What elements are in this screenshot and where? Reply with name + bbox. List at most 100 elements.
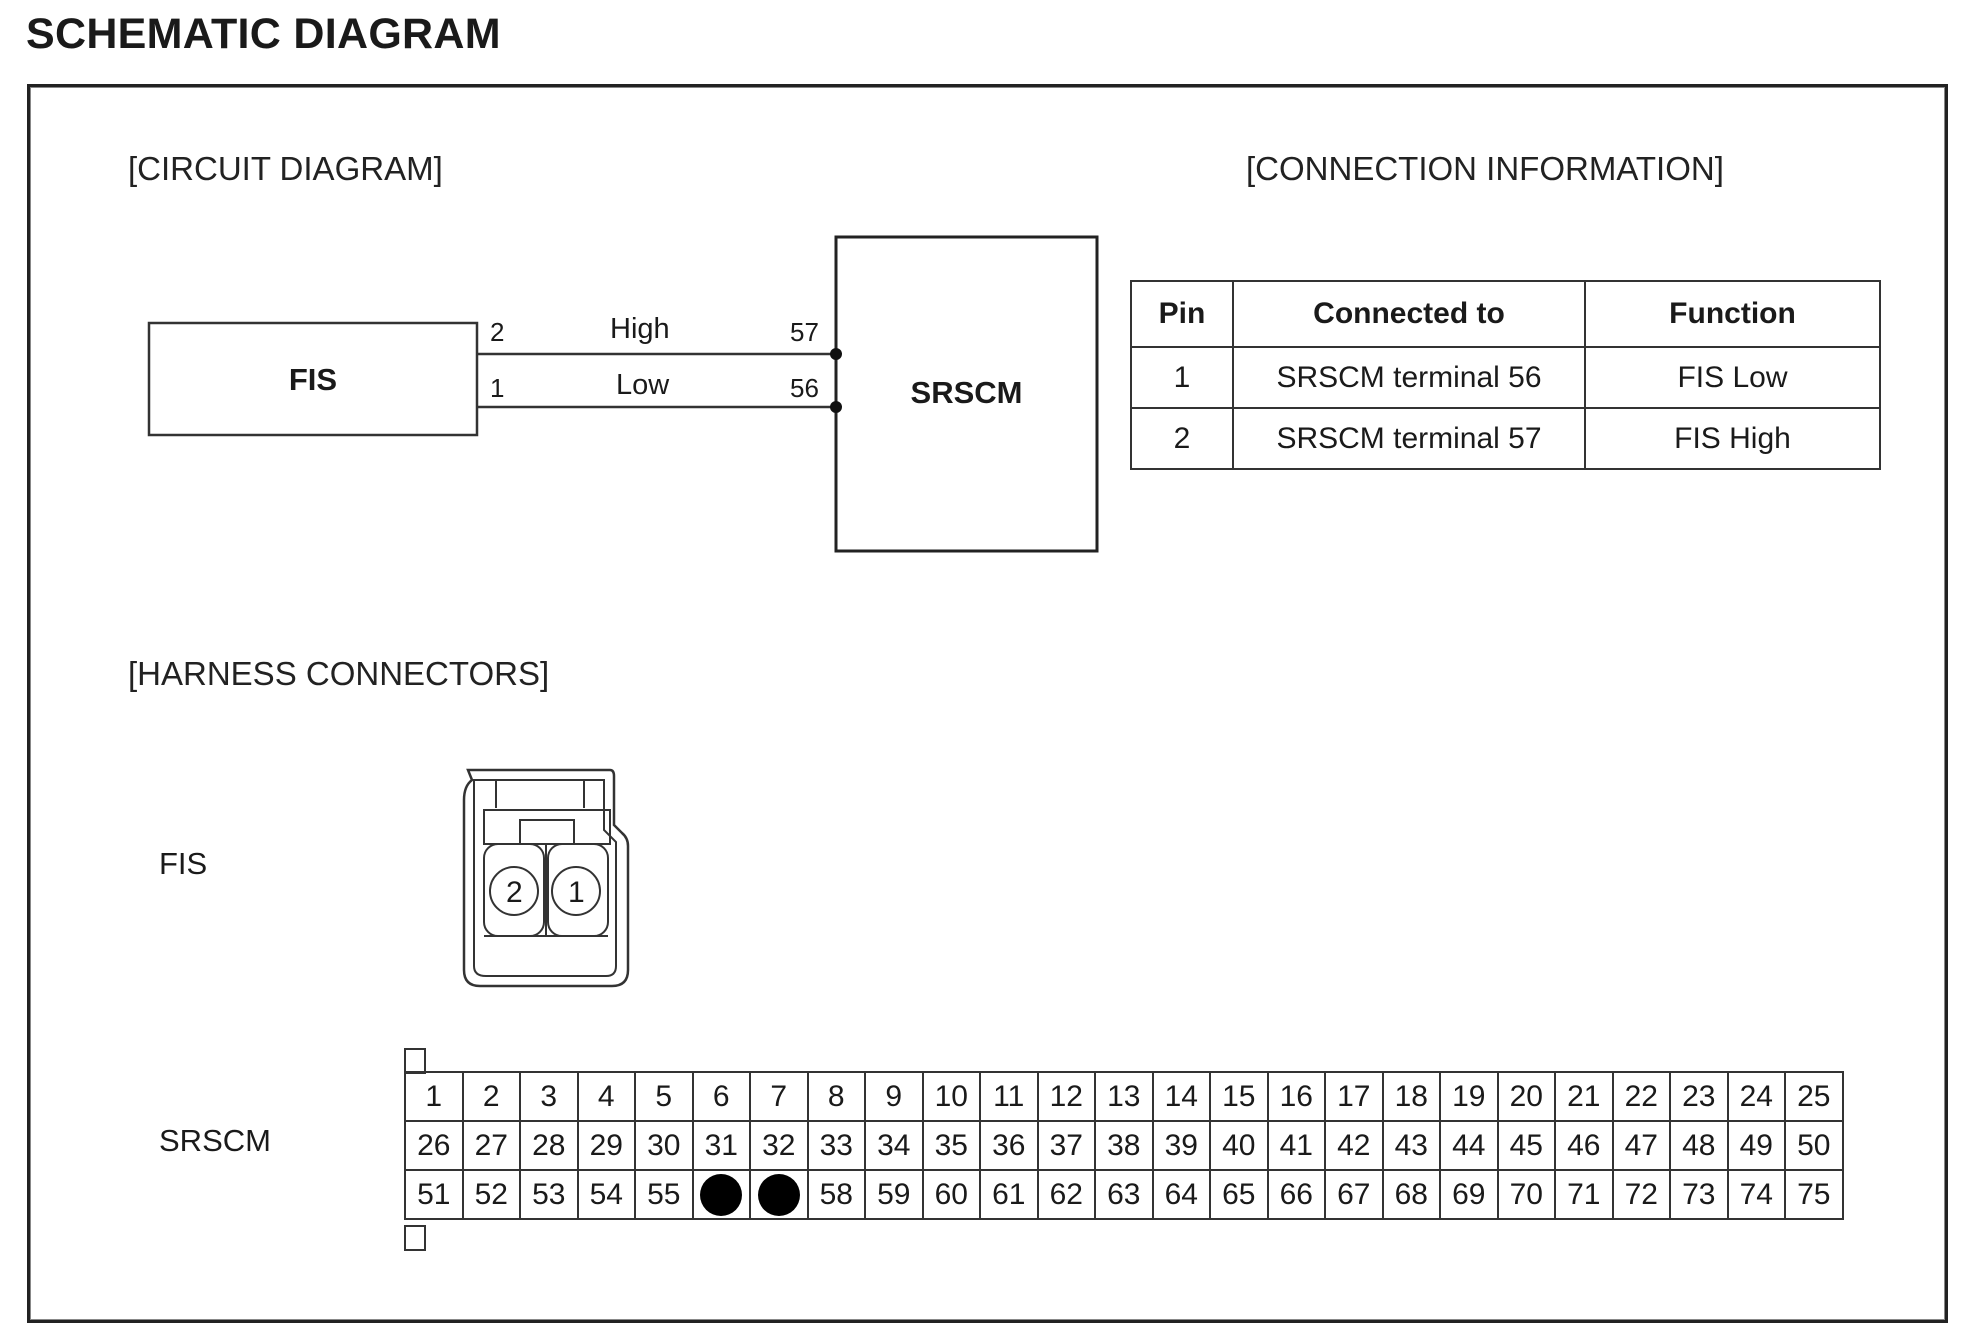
terminal-cell: 38 <box>1094 1120 1154 1171</box>
terminal-cell: 6 <box>691 1071 751 1122</box>
terminal-cell: 35 <box>921 1120 981 1171</box>
terminal-cell: 12 <box>1036 1071 1096 1122</box>
terminal-cell: 22 <box>1611 1071 1671 1122</box>
table-cell: 1 <box>1130 346 1234 409</box>
terminal-cell: 62 <box>1036 1169 1096 1220</box>
terminal-cell: 17 <box>1324 1071 1384 1122</box>
terminal-cell: 14 <box>1151 1071 1211 1122</box>
terminal-cell: 49 <box>1726 1120 1786 1171</box>
terminal-cell: 70 <box>1496 1169 1556 1220</box>
terminal-cell: 46 <box>1554 1120 1614 1171</box>
table-cell: SRSCM terminal 57 <box>1232 407 1586 470</box>
terminal-cell: 74 <box>1726 1169 1786 1220</box>
terminal-cell: 50 <box>1784 1120 1844 1171</box>
terminal-cell: 26 <box>404 1120 464 1171</box>
srscm-box-label: SRSCM <box>910 375 1023 410</box>
terminal-cell: 71 <box>1554 1169 1614 1220</box>
terminal-cell: 55 <box>634 1169 694 1220</box>
terminal-cell: 42 <box>1324 1120 1384 1171</box>
terminal-cell: 43 <box>1381 1120 1441 1171</box>
terminal-cell: 66 <box>1266 1169 1326 1220</box>
terminal-cell: 72 <box>1611 1169 1671 1220</box>
terminal-cell: 7 <box>749 1071 809 1122</box>
terminal-cell: 30 <box>634 1120 694 1171</box>
terminal-used-dot <box>691 1169 751 1220</box>
fis-box <box>147 321 479 437</box>
terminal-cell: 32 <box>749 1120 809 1171</box>
terminal-cell: 1 <box>404 1071 464 1122</box>
junction-56 <box>830 401 842 413</box>
terminal-cell: 39 <box>1151 1120 1211 1171</box>
terminal-cell: 29 <box>576 1120 636 1171</box>
table-cell: FIS High <box>1584 407 1881 470</box>
table-header-row: Pin Connected to Function <box>1130 280 1881 348</box>
connection-table: Pin Connected to Function 1 SRSCM termin… <box>1130 280 1881 470</box>
table-cell: SRSCM terminal 56 <box>1232 346 1586 409</box>
srscm-tab-bottom <box>404 1225 426 1251</box>
terminal-cell: 10 <box>921 1071 981 1122</box>
terminal-cell: 9 <box>864 1071 924 1122</box>
terminal-cell: 61 <box>979 1169 1039 1220</box>
junction-57 <box>830 348 842 360</box>
terminal-cell: 65 <box>1209 1169 1269 1220</box>
filled-dot-icon <box>757 1173 800 1216</box>
terminal-cell: 37 <box>1036 1120 1096 1171</box>
terminal-cell: 41 <box>1266 1120 1326 1171</box>
wire-label-high: High <box>610 313 670 345</box>
terminal-cell: 5 <box>634 1071 694 1122</box>
header-pin: Pin <box>1130 280 1234 348</box>
terminal-cell: 27 <box>461 1120 521 1171</box>
terminal-cell: 34 <box>864 1120 924 1171</box>
page-title: SCHEMATIC DIAGRAM <box>26 10 501 58</box>
terminal-cell: 40 <box>1209 1120 1269 1171</box>
fis-connector-pin-2: 2 <box>506 876 523 909</box>
terminal-cell: 45 <box>1496 1120 1556 1171</box>
terminal-cell: 18 <box>1381 1071 1441 1122</box>
terminal-cell: 73 <box>1669 1169 1729 1220</box>
header-function: Function <box>1584 280 1881 348</box>
terminal-cell: 33 <box>806 1120 866 1171</box>
fis-connector-pin-1: 1 <box>568 876 585 909</box>
terminal-cell: 52 <box>461 1169 521 1220</box>
terminal-used-dot <box>749 1169 809 1220</box>
circuit-diagram-label: [CIRCUIT DIAGRAM] <box>128 150 443 187</box>
terminal-cell: 3 <box>519 1071 579 1122</box>
terminal-cell: 75 <box>1784 1169 1844 1220</box>
srscm-tab-top <box>404 1048 426 1074</box>
diagram-frame <box>27 84 1948 1323</box>
table-row: 1 SRSCM terminal 56 FIS Low <box>1130 346 1881 409</box>
terminal-cell: 4 <box>576 1071 636 1122</box>
terminal-cell: 59 <box>864 1169 924 1220</box>
terminal-cell: 24 <box>1726 1071 1786 1122</box>
header-connected-to: Connected to <box>1232 280 1586 348</box>
terminal-cell: 20 <box>1496 1071 1556 1122</box>
terminal-cell: 47 <box>1611 1120 1671 1171</box>
fis-pin-low: 1 <box>490 373 505 403</box>
srscm-box <box>834 235 1099 553</box>
terminal-cell: 54 <box>576 1169 636 1220</box>
terminal-cell: 60 <box>921 1169 981 1220</box>
terminal-cell: 28 <box>519 1120 579 1171</box>
terminal-cell: 44 <box>1439 1120 1499 1171</box>
srscm-connector-label: SRSCM <box>159 1123 271 1158</box>
harness-connectors-label: [HARNESS CONNECTORS] <box>128 655 550 692</box>
connection-info-label: [CONNECTION INFORMATION] <box>1246 150 1724 187</box>
terminal-cell: 8 <box>806 1071 866 1122</box>
terminal-cell: 68 <box>1381 1169 1441 1220</box>
wire-label-low: Low <box>616 369 670 401</box>
terminal-cell: 11 <box>979 1071 1039 1122</box>
terminal-cell: 21 <box>1554 1071 1614 1122</box>
terminal-cell: 58 <box>806 1169 866 1220</box>
terminal-cell: 53 <box>519 1169 579 1220</box>
table-row: 2 SRSCM terminal 57 FIS High <box>1130 407 1881 470</box>
terminal-cell: 23 <box>1669 1071 1729 1122</box>
terminal-cell: 13 <box>1094 1071 1154 1122</box>
filled-dot-icon <box>700 1173 743 1216</box>
fis-connector-drawing <box>462 768 630 988</box>
terminal-cell: 48 <box>1669 1120 1729 1171</box>
